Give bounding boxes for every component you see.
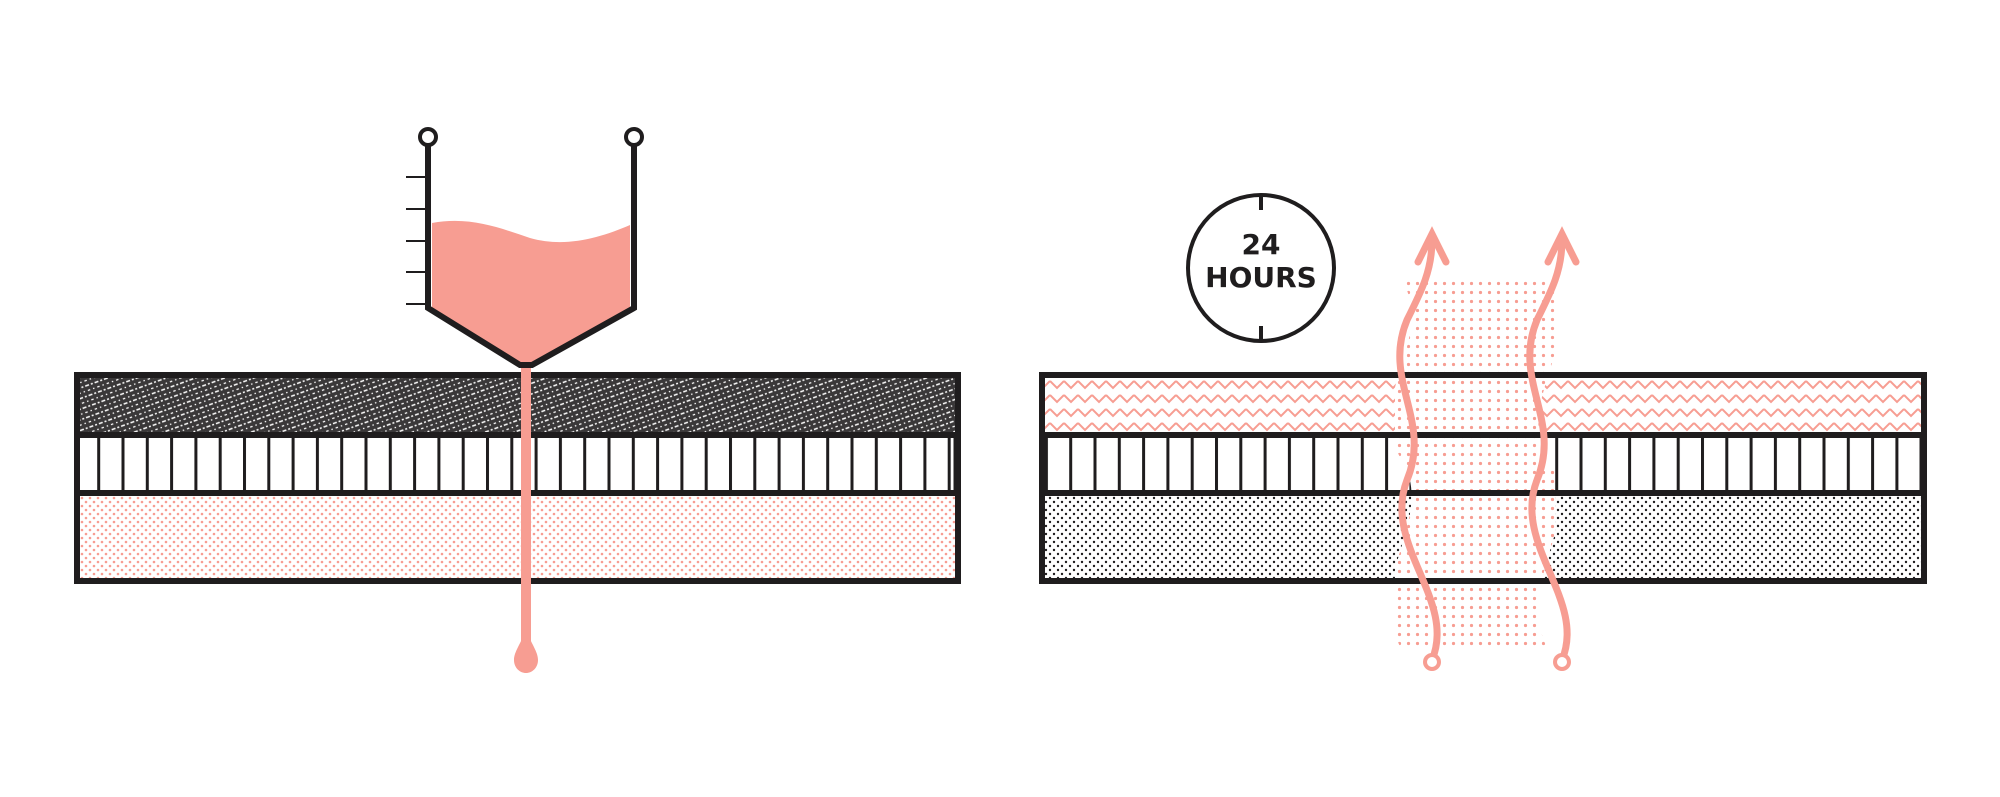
airflow-ring-left bbox=[1423, 653, 1441, 671]
airflow-arrow-right bbox=[1544, 226, 1580, 266]
liquid-stream bbox=[521, 365, 531, 650]
airflow-wave-left bbox=[1396, 236, 1441, 664]
liquid-dropper-icon bbox=[406, 127, 644, 673]
breathable-airflow-icon bbox=[1396, 226, 1580, 671]
timer-label-number: 24 bbox=[1242, 228, 1281, 261]
airflow-arrow-left bbox=[1414, 226, 1450, 266]
dropper-liquid bbox=[432, 220, 630, 372]
airflow-ring-right bbox=[1553, 653, 1571, 671]
dropper-ring-left bbox=[418, 127, 438, 147]
left-middle-layer bbox=[77, 437, 958, 491]
clock-icon: 24 HOURS bbox=[1186, 193, 1336, 343]
measurement-ticks bbox=[406, 176, 428, 305]
left-top-layer bbox=[77, 375, 958, 433]
left-layer-outline bbox=[74, 372, 961, 584]
right-layer-outlines bbox=[1039, 372, 1927, 584]
right-panel: 24 HOURS bbox=[1039, 193, 1927, 671]
dropper-outline bbox=[425, 144, 637, 368]
airflow-wave-right bbox=[1526, 236, 1571, 664]
liquid-drop bbox=[514, 630, 538, 673]
left-panel bbox=[74, 127, 961, 673]
timer-label-unit: HOURS bbox=[1205, 261, 1317, 294]
left-bottom-layer bbox=[77, 495, 958, 581]
dropper-ring-right bbox=[624, 127, 644, 147]
left-mattress-layers bbox=[74, 372, 961, 584]
